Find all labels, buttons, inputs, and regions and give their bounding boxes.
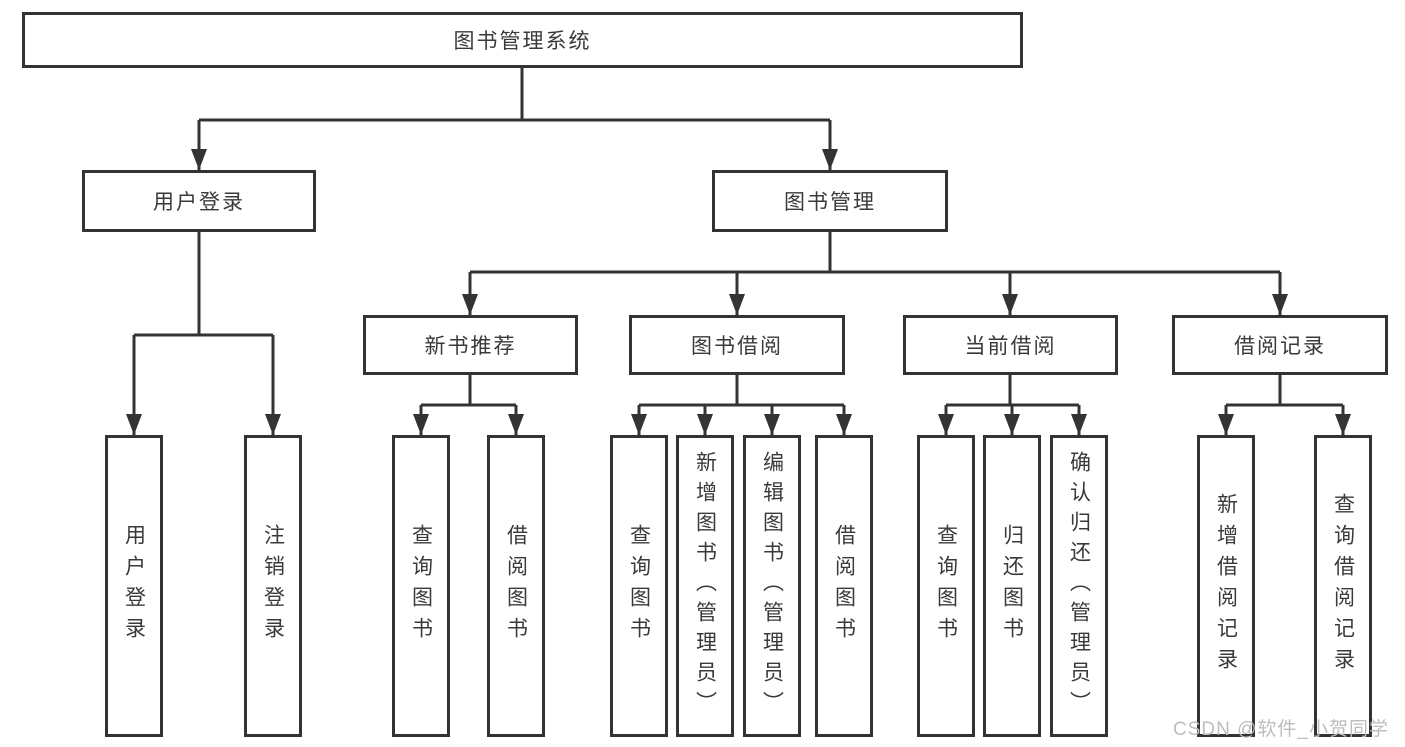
- leaf-logout: 注销登录: [244, 435, 302, 737]
- leaf-add-borrow-record: 新增借阅记录: [1197, 435, 1255, 737]
- leaf-borrow-books: 借阅图书: [815, 435, 873, 737]
- node-book-borrow: 图书借阅: [629, 315, 845, 375]
- node-new-book-recommend: 新书推荐: [363, 315, 578, 375]
- leaf-edit-book-admin: 编辑图书（管理员）: [743, 435, 801, 737]
- leaf-query-books-recommend: 查询图书: [392, 435, 450, 737]
- leaf-query-books-current: 查询图书: [917, 435, 975, 737]
- leaf-query-books-borrow: 查询图书: [610, 435, 668, 737]
- node-library-management-system: 图书管理系统: [22, 12, 1023, 68]
- leaf-return-book: 归还图书: [983, 435, 1041, 737]
- node-borrow-records: 借阅记录: [1172, 315, 1388, 375]
- node-user-login: 用户登录: [82, 170, 316, 232]
- leaf-confirm-return-admin: 确认归还（管理员）: [1050, 435, 1108, 737]
- node-book-management: 图书管理: [712, 170, 948, 232]
- leaf-query-borrow-record: 查询借阅记录: [1314, 435, 1372, 737]
- leaf-user-login: 用户登录: [105, 435, 163, 737]
- leaf-add-book-admin: 新增图书（管理员）: [676, 435, 734, 737]
- node-current-borrow: 当前借阅: [903, 315, 1118, 375]
- leaf-borrow-books-recommend: 借阅图书: [487, 435, 545, 737]
- csdn-watermark: CSDN @软件_小贺同学: [1173, 719, 1389, 740]
